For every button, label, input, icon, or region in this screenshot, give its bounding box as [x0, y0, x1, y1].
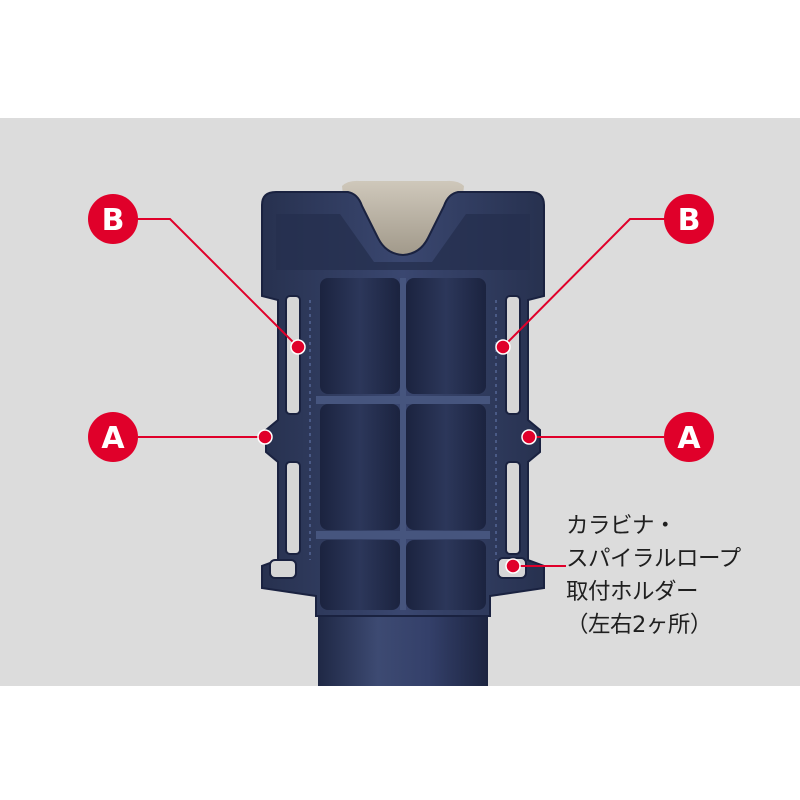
marker-b-right: B — [664, 194, 714, 244]
caption-line-2: スパイラルロープ — [566, 546, 741, 572]
pole — [318, 600, 488, 686]
svg-text:B: B — [102, 203, 125, 238]
svg-text:B: B — [678, 203, 701, 238]
serrations — [309, 300, 497, 560]
caption-line-3: 取付ホルダー — [566, 579, 699, 605]
holder-top-bevel — [276, 214, 530, 270]
caption-line-4: （左右2ヶ所） — [566, 612, 712, 638]
leader-lines — [137, 218, 668, 567]
leader-dots — [257, 339, 537, 574]
left-slots — [269, 295, 301, 579]
right-slots — [497, 295, 527, 579]
leader-line-b-left — [137, 218, 299, 348]
holder-caption: カラビナ・ スパイラルロープ 取付ホルダー （左右2ヶ所） — [566, 510, 796, 642]
marker-b-left: B — [88, 194, 138, 244]
svg-text:A: A — [101, 421, 125, 456]
caption-line-1: カラビナ・ — [566, 513, 677, 539]
marker-a-left: A — [88, 412, 138, 462]
marker-a-right: A — [664, 412, 714, 462]
grid-cells — [316, 278, 490, 610]
leader-line-b-right — [502, 218, 668, 348]
svg-text:A: A — [677, 421, 701, 456]
